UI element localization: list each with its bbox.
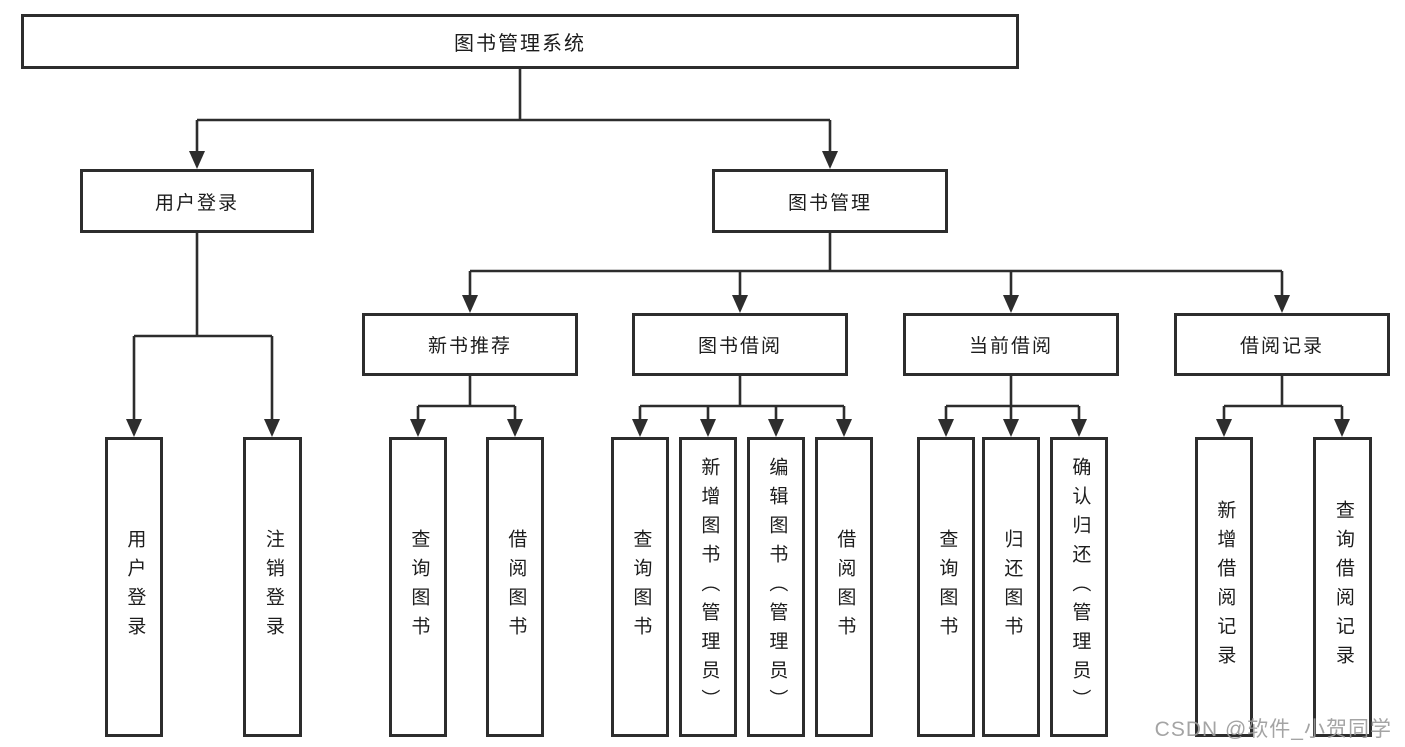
leaf-logout: 注销登录 [243,437,302,737]
connector-newbook-to-leaves [416,376,517,421]
leaf-add-borrow-record: 新增借阅记录 [1195,437,1253,737]
node-borrow-record: 借阅记录 [1174,313,1390,376]
leaf-query-borrow-record: 查询借阅记录 [1313,437,1372,737]
connector-userlogin-to-leaves [132,233,274,421]
node-library-management-system: 图书管理系统 [21,14,1019,69]
leaf-edit-book-admin: 编辑图书（管理员） [747,437,805,737]
node-new-book-recommend: 新书推荐 [362,313,578,376]
node-user-login: 用户登录 [80,169,314,233]
arrowheads [126,151,1350,437]
leaf-confirm-return-admin: 确认归还（管理员） [1050,437,1108,737]
leaf-return-book: 归还图书 [982,437,1040,737]
connector-bookmgmt-to-level3 [468,233,1284,297]
connector-bookborrow-to-leaves [638,376,846,421]
connector-root-to-level2 [195,69,832,153]
leaf-add-book-admin: 新增图书（管理员） [679,437,737,737]
leaf-query-book-recommend: 查询图书 [389,437,447,737]
node-book-management: 图书管理 [712,169,948,233]
node-book-borrow: 图书借阅 [632,313,848,376]
leaf-user-login: 用户登录 [105,437,163,737]
connector-borrowrecord-to-leaves [1222,376,1344,421]
leaf-query-book-borrow: 查询图书 [611,437,669,737]
leaf-borrow-book: 借阅图书 [815,437,873,737]
connector-currentborrow-to-leaves [944,376,1081,421]
node-current-borrow: 当前借阅 [903,313,1119,376]
leaf-borrow-book-recommend: 借阅图书 [486,437,544,737]
leaf-query-book-current: 查询图书 [917,437,975,737]
